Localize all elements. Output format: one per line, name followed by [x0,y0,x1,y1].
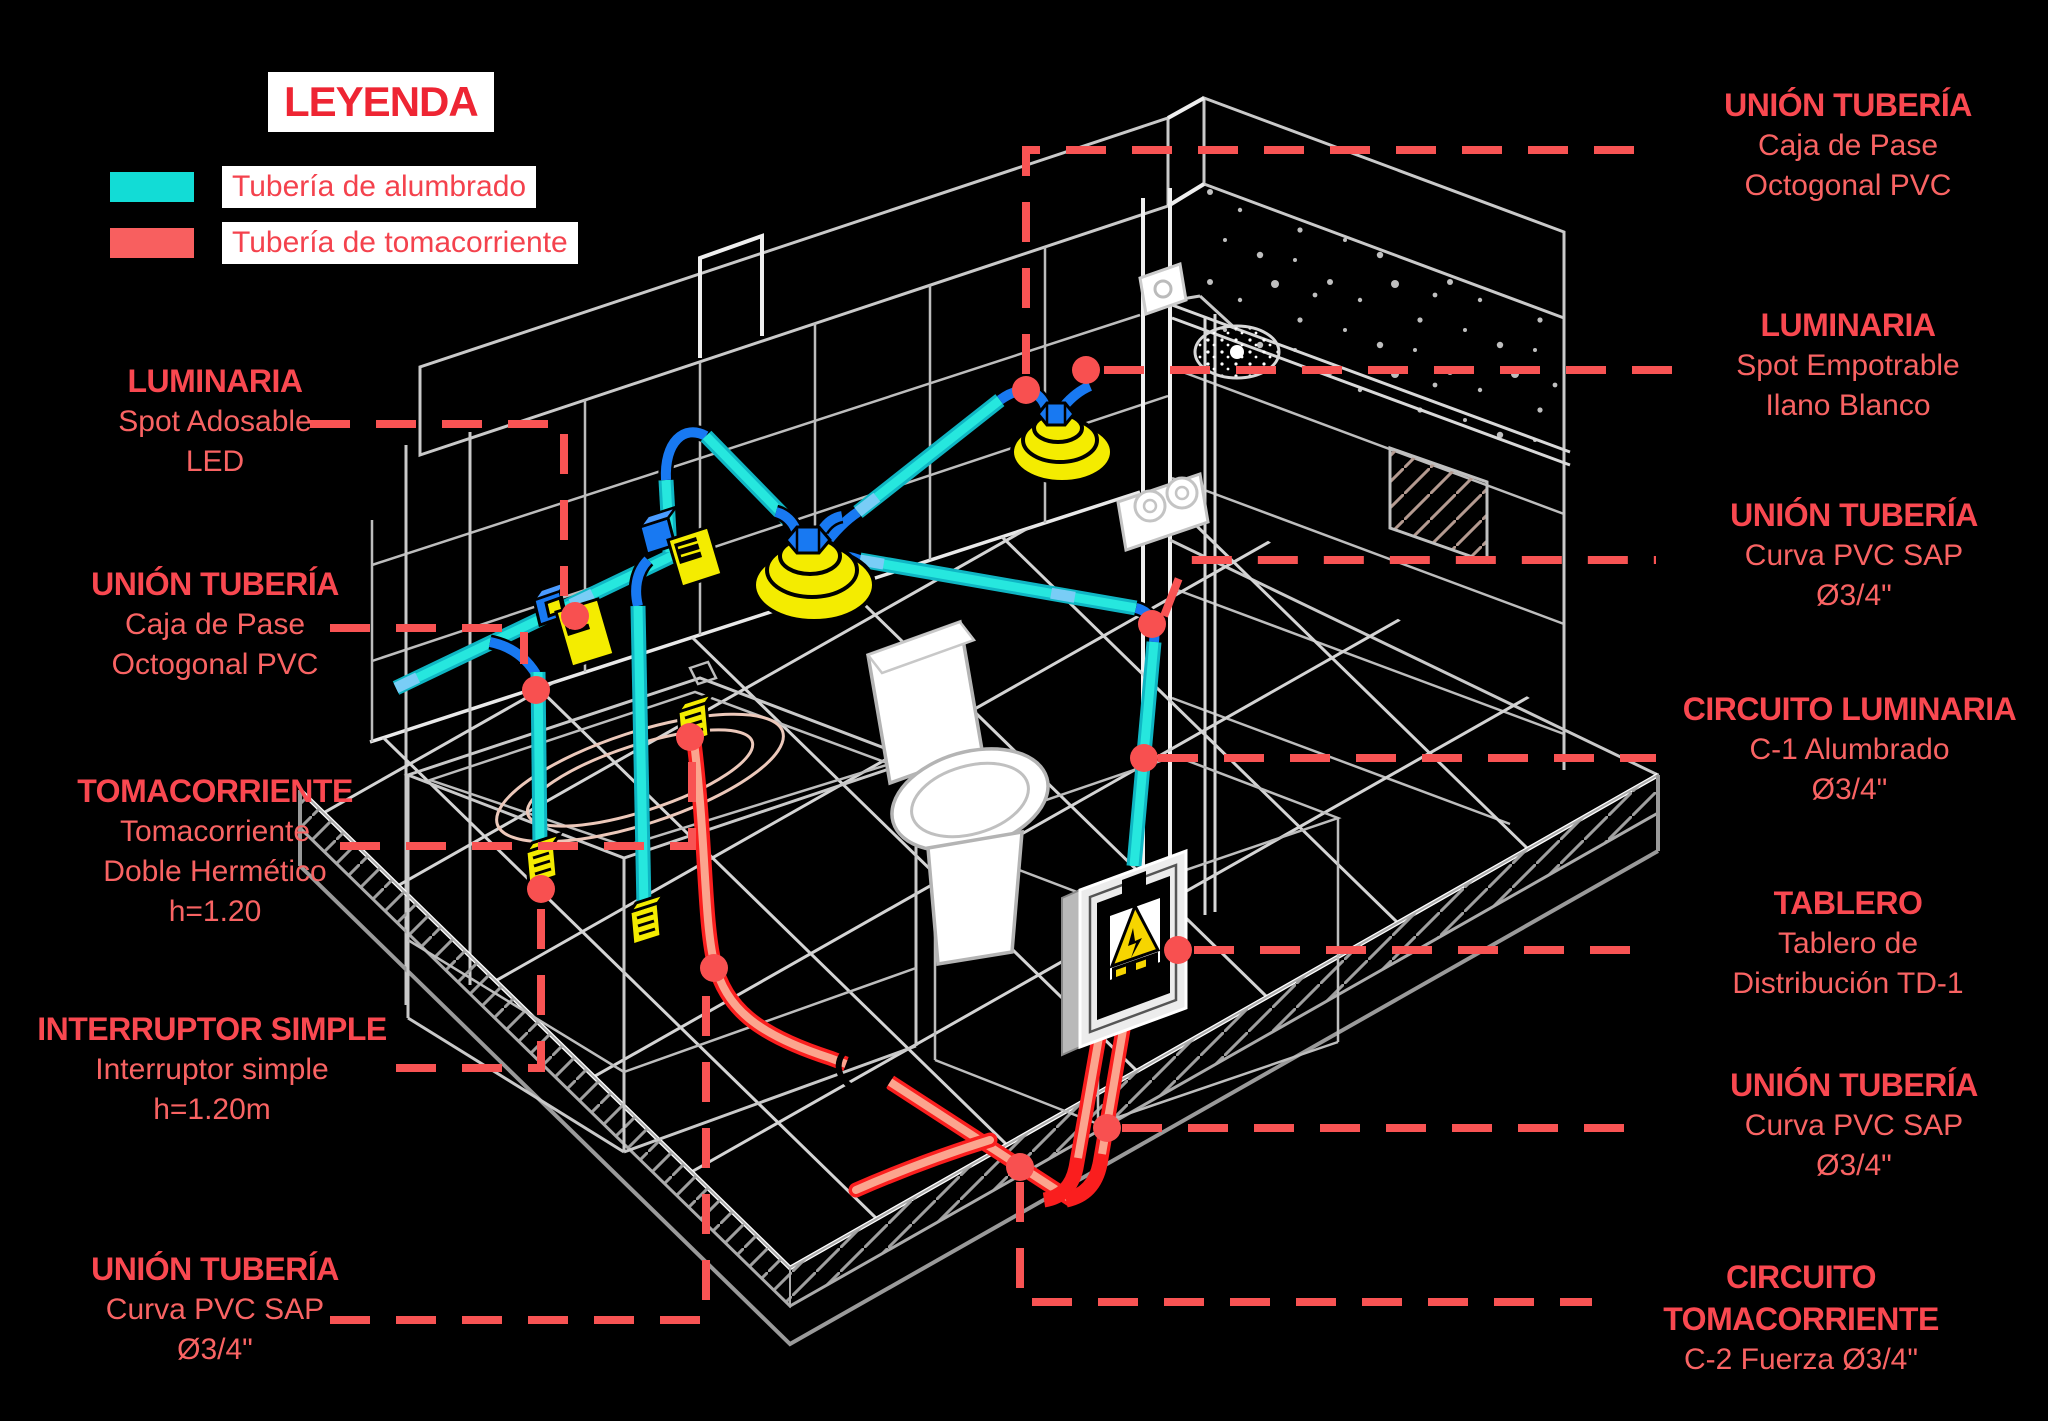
warning-triangle-icon [1109,902,1161,969]
junction-dot [1164,936,1192,964]
callout-line: C-2 Fuerza Ø3/4" [1683,1343,1919,1376]
junction-dot [522,676,550,704]
legend-title: LEYENDA [268,72,494,132]
junction-dot [1093,1114,1121,1142]
callout-line: Curva PVC SAP [1744,539,1964,572]
shower-fixtures [1116,261,1489,565]
junction-dot [527,875,555,903]
callout-right-union-curva-1: UNIÓN TUBERÍA Curva PVC SAP Ø3/4" [1684,494,2024,616]
callout-line: Octogonal PVC [111,648,319,681]
callout-left-union-curva: UNIÓN TUBERÍA Curva PVC SAP Ø3/4" [50,1248,380,1370]
callout-line: Doble Hermético [103,855,327,888]
junction-dot [1130,744,1158,772]
callout-line: Spot Adosable [118,405,312,438]
callout-line: Tablero de [1777,927,1919,960]
callout-line: Ø3/4" [1816,579,1892,612]
towel-rack [1388,445,1489,565]
callout-left-union-caja: UNIÓN TUBERÍA Caja de Pase Octogonal PVC [50,563,380,685]
junction-dot [561,602,589,630]
callout-title: LUMINARIA [1760,307,1936,343]
callout-line: Tomacorriente [119,815,311,848]
callout-title: UNIÓN TUBERÍA [1730,497,1978,533]
callout-lines [310,146,1686,1324]
spot-light-right [1010,401,1114,484]
callout-title: TABLERO [1773,885,1923,921]
callout-line: Spot Empotrable [1736,349,1960,382]
junction-dot [1006,1153,1034,1181]
power-conduit-c2 [686,741,1134,1208]
lightning-bolt-icon [1128,928,1142,958]
callout-line: Interruptor simple [95,1053,329,1086]
callout-line: Distribución TD-1 [1732,967,1964,1000]
callout-line: Curva PVC SAP [1744,1109,1964,1142]
toilet [865,619,1050,967]
callout-title: CIRCUITO LUMINARIA [1682,691,2017,727]
lighting-conduit-swatch [110,172,194,202]
callout-right-union-curva-2: UNIÓN TUBERÍA Curva PVC SAP Ø3/4" [1684,1064,2024,1186]
callout-title: LUMINARIA [127,363,303,399]
callout-title: UNIÓN TUBERÍA [1724,87,1972,123]
outlet-conduit-swatch [110,228,194,258]
legend-label: Tubería de alumbrado [222,166,537,208]
legend-label: Tubería de tomacorriente [222,222,578,264]
callout-right-circuito-tomacorriente: CIRCUITO TOMACORRIENTE C-2 Fuerza Ø3/4" [1586,1256,2016,1380]
callout-line: Curva PVC SAP [105,1293,325,1326]
callout-title: UNIÓN TUBERÍA [91,1251,339,1287]
junction-dot [700,954,728,982]
junction-dot [1012,376,1040,404]
callout-line: h=1.20 [168,895,262,928]
callout-line: C-1 Alumbrado [1749,733,1950,766]
callout-left-interruptor: INTERRUPTOR SIMPLE Interruptor simple h=… [28,1008,396,1130]
callout-left-luminaria: LUMINARIA Spot Adosable LED [60,360,370,482]
callout-right-union-caja: UNIÓN TUBERÍA Caja de Pase Octogonal PVC [1678,84,2018,206]
lighting-conduit-c1 [392,379,1162,909]
pipe-break-mark [879,1055,905,1105]
callout-right-circuito-luminaria: CIRCUITO LUMINARIA C-1 Alumbrado Ø3/4" [1652,688,2047,810]
callout-title: UNIÓN TUBERÍA [91,566,339,602]
spot-light-center [752,504,876,623]
pipe-break-mark [835,1039,861,1089]
junction-dot [676,723,704,751]
callout-title: CIRCUITO TOMACORRIENTE [1663,1259,1939,1337]
distribution-panel-td1 [1061,848,1188,1057]
callout-right-luminaria-empotrable: LUMINARIA Spot Empotrable Ilano Blanco [1678,304,2018,426]
callout-line: Ilano Blanco [1765,389,1931,422]
callout-line: Ø3/4" [1816,1149,1892,1182]
callout-line: LED [185,445,245,478]
callout-line: Octogonal PVC [1744,169,1952,202]
callout-line: Caja de Pase [124,608,306,641]
callout-line: Ø3/4" [1811,773,1888,806]
callout-line: Caja de Pase [1757,129,1939,162]
callout-title: TOMACORRIENTE [77,773,353,809]
junction-dot [1072,356,1100,384]
beam-notch [698,233,764,358]
callout-title: UNIÓN TUBERÍA [1730,1067,1978,1103]
conduit-hub [1036,401,1076,427]
callout-line: h=1.20m [153,1093,271,1126]
callout-title: INTERRUPTOR SIMPLE [37,1011,387,1047]
conduit-hub [784,525,832,555]
callout-right-tablero: TABLERO Tablero de Distribución TD-1 [1678,882,2018,1004]
callout-left-tomacorriente: TOMACORRIENTE Tomacorriente Doble Hermét… [45,770,385,932]
callout-line: Ø3/4" [177,1333,253,1366]
junction-dot [1138,610,1166,638]
junction-dots [522,356,1192,1181]
